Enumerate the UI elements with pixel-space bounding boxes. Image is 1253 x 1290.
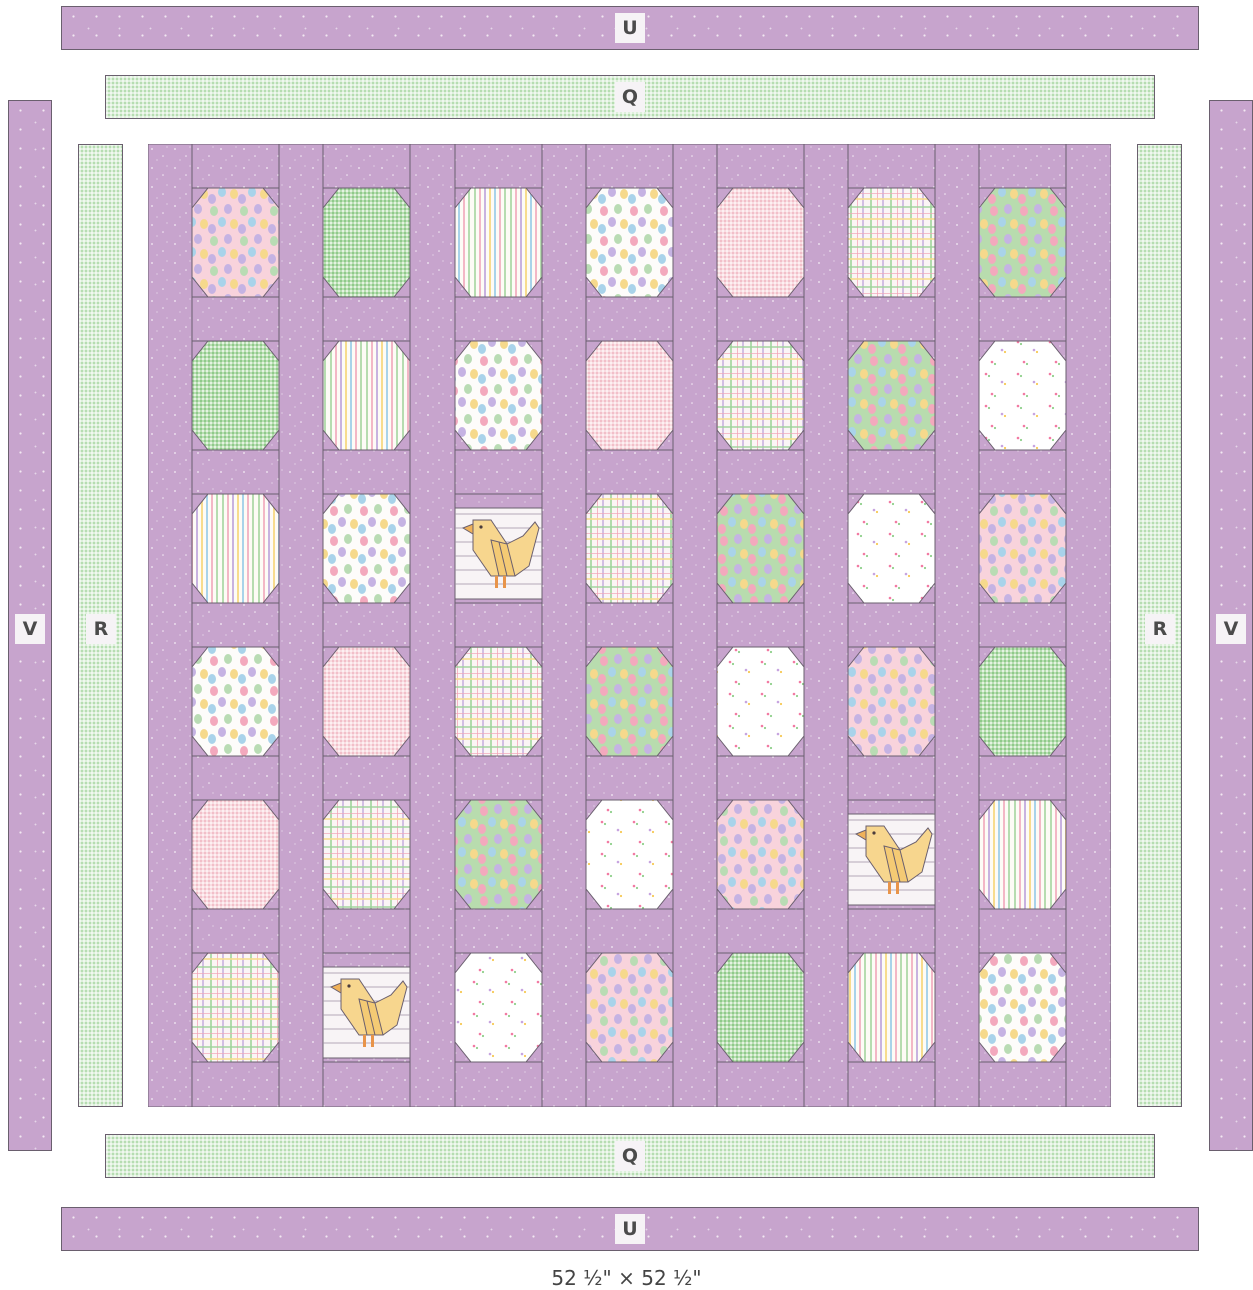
- quilt-dimensions: 52 ½" × 52 ½": [0, 1266, 1253, 1290]
- quilt-block-green: [717, 953, 804, 1062]
- top-inner-border-q: Q: [105, 75, 1155, 119]
- quilt-block-eggs-green: [717, 494, 804, 603]
- quilt-block-plaid: [717, 341, 804, 450]
- quilt-block-pink: [323, 647, 410, 756]
- quilt-block-eggs-pink: [192, 188, 279, 297]
- bottom-border-u: U: [61, 1207, 1199, 1251]
- quilt-block-green: [323, 188, 410, 297]
- quilt-block-eggs-green: [586, 647, 673, 756]
- border-label: U: [615, 1214, 645, 1244]
- quilt-block-eggs-white: [192, 647, 279, 756]
- quilt-block-eggs-pink: [717, 800, 804, 909]
- quilt-block-stripe: [979, 800, 1066, 909]
- quilt-block-bunny-white: [455, 953, 542, 1062]
- left-border-v: V: [8, 100, 52, 1151]
- quilt-block-plaid: [586, 494, 673, 603]
- quilt-block-eggs-green: [455, 800, 542, 909]
- left-inner-border-r: R: [78, 144, 123, 1107]
- border-label: Q: [615, 1141, 645, 1171]
- quilt-block-chick: [323, 953, 410, 1062]
- quilt-block-plaid: [192, 953, 279, 1062]
- quilt-block-eggs-pink: [848, 647, 935, 756]
- border-label: R: [1145, 614, 1175, 644]
- right-inner-border-r: R: [1137, 144, 1182, 1107]
- quilt-block-stripe: [455, 188, 542, 297]
- quilt-block-eggs-green: [979, 188, 1066, 297]
- quilt-block-stripe: [192, 494, 279, 603]
- bottom-inner-border-q: Q: [105, 1134, 1155, 1178]
- quilt-block-pink: [586, 341, 673, 450]
- quilt-block-stripe: [848, 953, 935, 1062]
- quilt-block-chick: [848, 800, 935, 909]
- quilt-block-bunny-white: [586, 800, 673, 909]
- quilt-block-bunny-white: [848, 494, 935, 603]
- quilt-block-eggs-white: [979, 953, 1066, 1062]
- quilt-block-eggs-green: [848, 341, 935, 450]
- border-label: R: [86, 614, 116, 644]
- quilt-block-stripe: [323, 341, 410, 450]
- quilt-block-pink: [717, 188, 804, 297]
- border-label: U: [615, 13, 645, 43]
- quilt-block-green: [979, 647, 1066, 756]
- quilt-block-bunny-white: [717, 647, 804, 756]
- quilt-block-pink: [192, 800, 279, 909]
- quilt-block-plaid: [323, 800, 410, 909]
- border-label: Q: [615, 82, 645, 112]
- quilt-block-eggs-white: [586, 188, 673, 297]
- quilt-block-bunny-white: [979, 341, 1066, 450]
- quilt-block-green: [192, 341, 279, 450]
- quilt-block-eggs-pink: [979, 494, 1066, 603]
- right-border-v: V: [1209, 100, 1253, 1151]
- quilt-block-plaid: [455, 647, 542, 756]
- top-border-u: U: [61, 6, 1199, 50]
- border-label: V: [1216, 614, 1246, 644]
- quilt-block-chick: [455, 494, 542, 603]
- quilt-block-eggs-pink: [586, 953, 673, 1062]
- quilt-block-eggs-white: [455, 341, 542, 450]
- quilt-block-plaid: [848, 188, 935, 297]
- border-label: V: [15, 614, 45, 644]
- quilt-center: [148, 144, 1111, 1107]
- quilt-block-eggs-white: [323, 494, 410, 603]
